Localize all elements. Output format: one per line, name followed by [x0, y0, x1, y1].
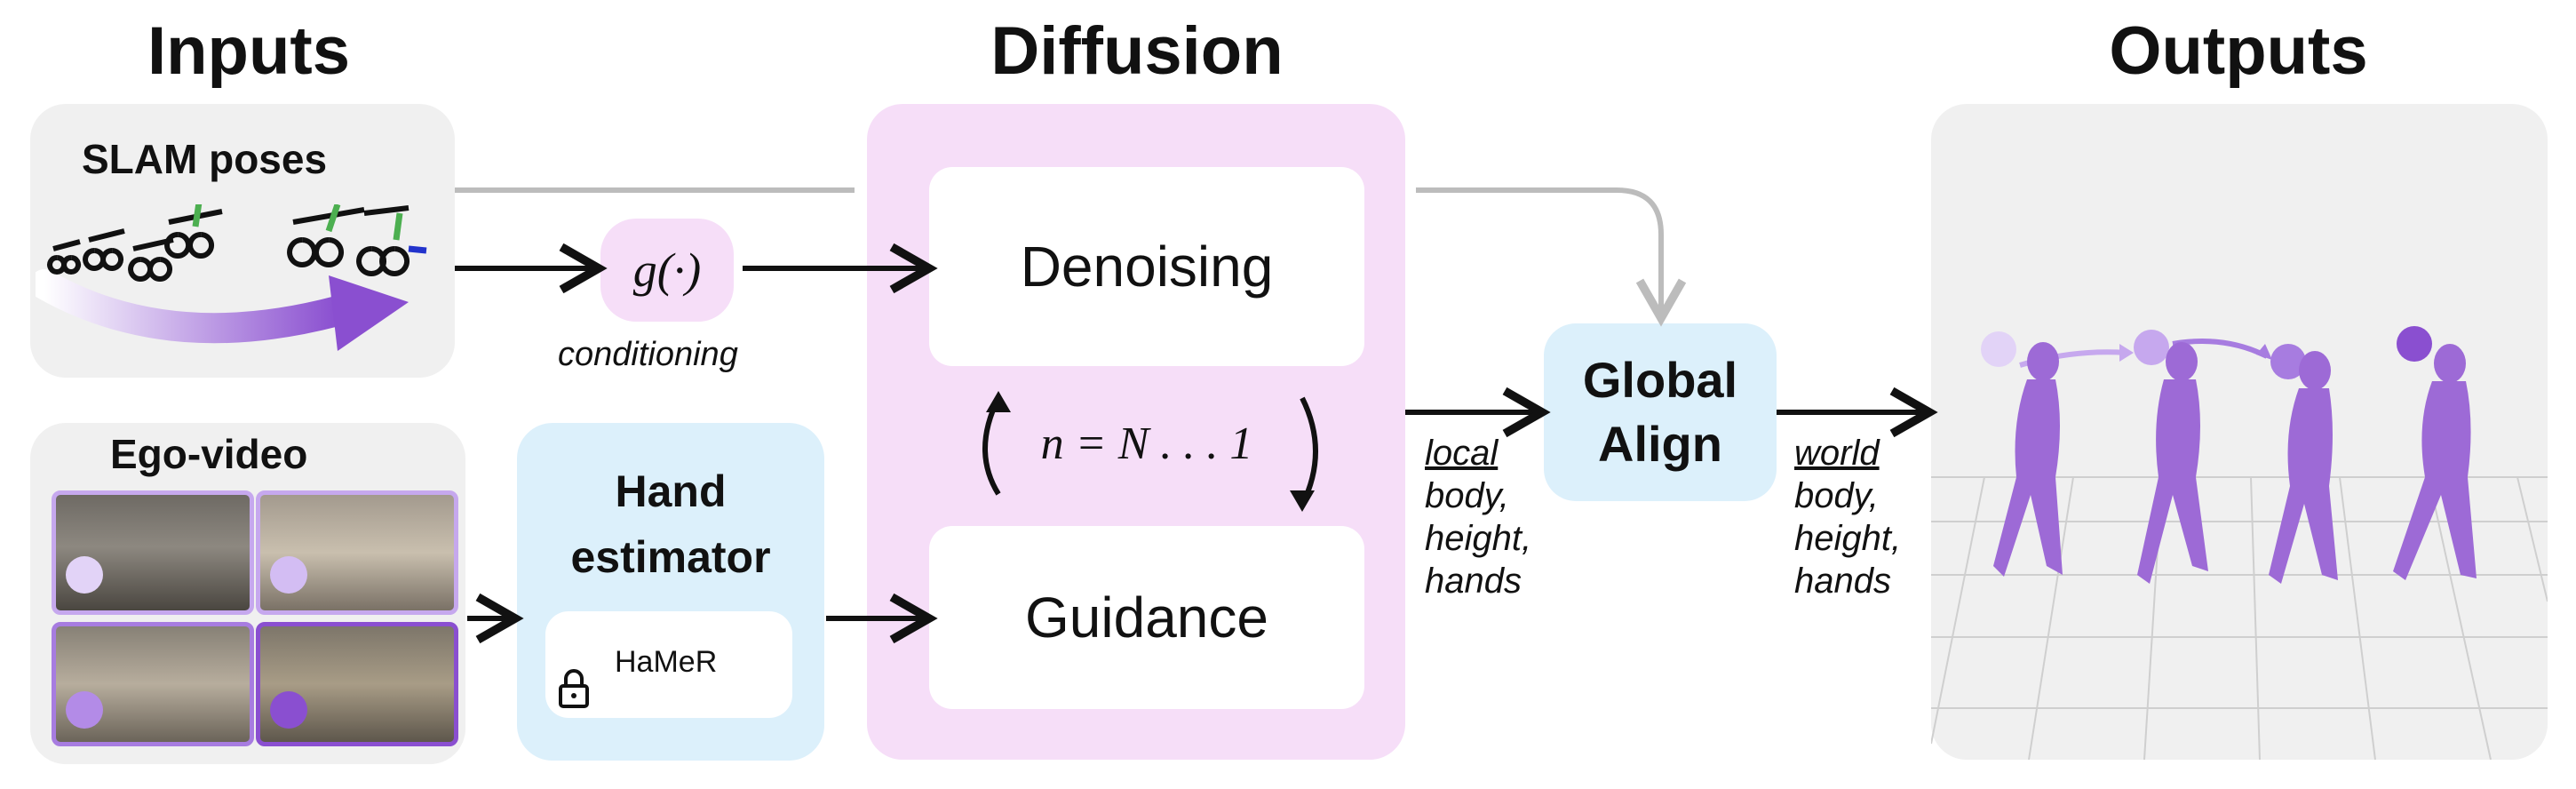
frame-dot-1: [66, 556, 103, 594]
denoising-label: Denoising: [1020, 235, 1274, 299]
frame-dot-3: [66, 691, 103, 729]
conditioning-symbol: g(·): [632, 243, 702, 297]
guidance-label: Guidance: [1025, 586, 1268, 650]
frame-dot-2: [270, 556, 307, 594]
ego-video-label: Ego-video: [110, 431, 308, 477]
world-caption: world body, height, hands: [1794, 432, 1901, 602]
local-caption-line: body,: [1425, 476, 1509, 515]
local-caption-line: hands: [1425, 562, 1522, 601]
ego-frame-2: [256, 490, 458, 615]
hamer-label: HaMeR: [615, 645, 718, 679]
ego-frame-4: [256, 622, 458, 746]
global-align-label: Global Align: [1582, 352, 1738, 472]
outputs-scene: [1931, 326, 2548, 760]
guidance-box: Guidance: [929, 526, 1364, 709]
local-caption: local body, height, hands: [1425, 432, 1531, 602]
global-align-box: Global Align: [1544, 323, 1777, 501]
conditioning-node: g(·): [600, 219, 734, 322]
ego-frame-1: [52, 490, 254, 615]
hand-estimator-title: Hand estimator: [570, 466, 771, 582]
slam-trajectory-graphic: [36, 204, 427, 351]
floor-grid: [1931, 476, 2548, 760]
glasses-icon: [47, 205, 410, 282]
local-caption-line: height,: [1425, 519, 1532, 558]
trajectory-dots: [1981, 326, 2432, 379]
outputs-title: Outputs: [2109, 13, 2368, 89]
world-caption-line: body,: [1794, 476, 1879, 515]
world-caption-head: world: [1794, 434, 1880, 473]
inputs-title: Inputs: [147, 13, 350, 89]
local-caption-head: local: [1425, 434, 1499, 473]
slam-poses-label: SLAM poses: [82, 136, 328, 182]
world-caption-line: height,: [1794, 519, 1902, 558]
world-caption-line: hands: [1794, 562, 1891, 601]
denoising-box: Denoising: [929, 167, 1364, 366]
diffusion-title: Diffusion: [990, 13, 1284, 89]
frame-dot-4: [270, 691, 307, 729]
loop-label: n = N . . . 1: [1040, 418, 1253, 469]
loop-arrows: [982, 391, 1318, 512]
lock-icon: [559, 669, 589, 708]
human-figures: [1993, 342, 2477, 584]
conditioning-caption: conditioning: [558, 336, 738, 373]
